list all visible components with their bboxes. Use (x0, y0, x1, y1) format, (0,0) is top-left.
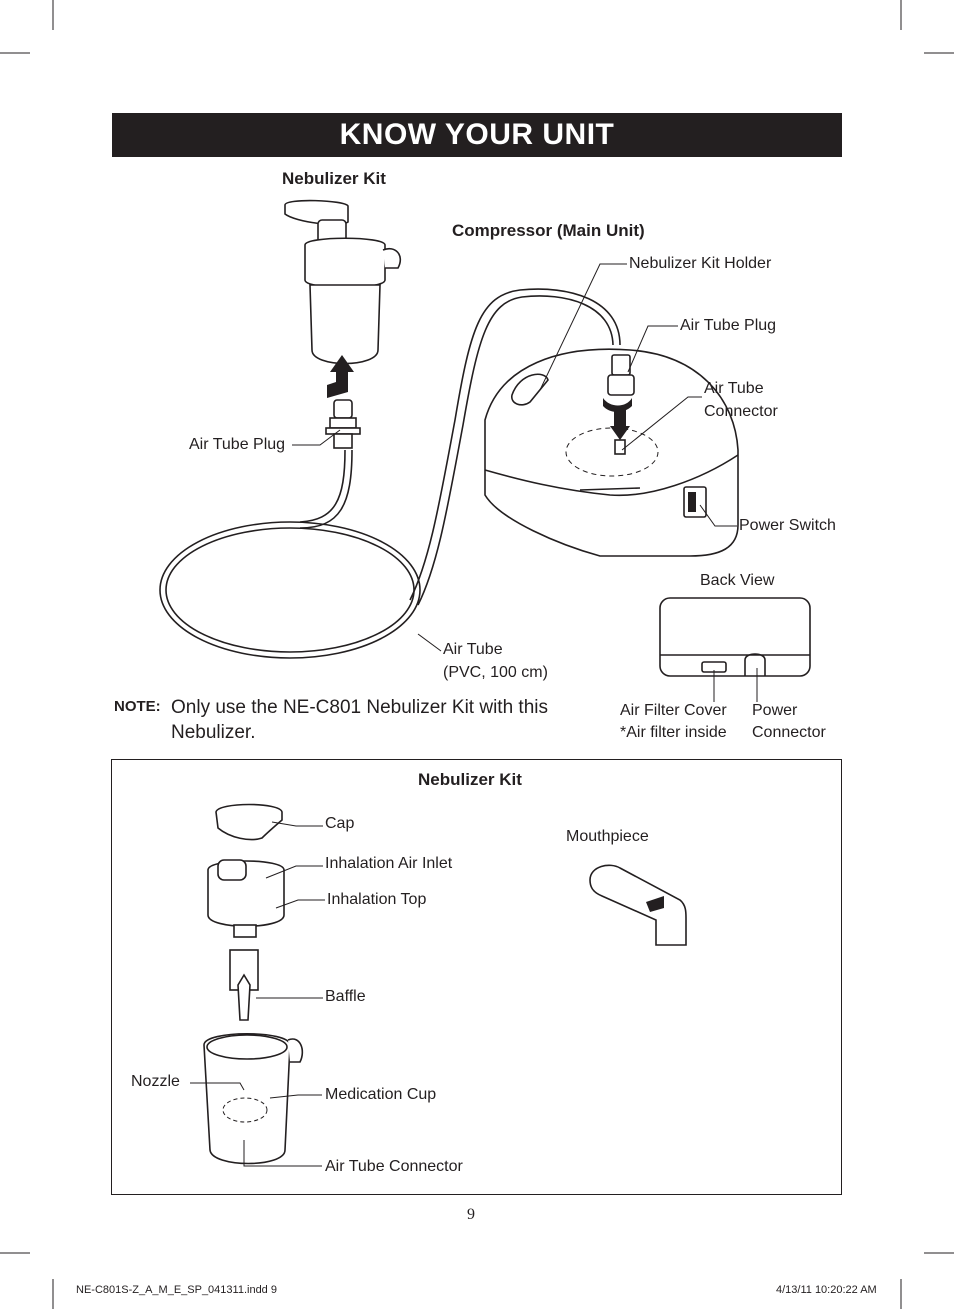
label-power-connector-line1: Power (752, 702, 798, 719)
page-number: 9 (467, 1206, 475, 1223)
leader-lines-overview (292, 263, 758, 702)
label-medication-cup: Medication Cup (325, 1086, 437, 1103)
label-air-tube-connector: Air Tube Connector (325, 1158, 463, 1175)
kit-parts-heading: Nebulizer Kit (418, 770, 522, 789)
exploded-parts-illustration (203, 803, 687, 1165)
kit-heading: Nebulizer Kit (282, 169, 386, 188)
label-baffle: Baffle (325, 988, 366, 1005)
note-tag: NOTE: (114, 698, 161, 715)
label-nozzle: Nozzle (131, 1073, 180, 1090)
kit-parts-panel (111, 759, 842, 1195)
label-air-filter-cover: Air Filter Cover (620, 702, 727, 719)
label-back-view: Back View (700, 572, 775, 589)
label-cap: Cap (325, 815, 355, 832)
label-mouthpiece: Mouthpiece (566, 828, 649, 845)
nebulizer-kit-assembled-illustration (284, 199, 402, 449)
label-air-tube-connector-line2: Connector (704, 403, 778, 420)
air-tube-illustration (159, 288, 621, 659)
back-view-illustration (659, 597, 811, 677)
slug-timestamp: 4/13/11 10:20:22 AM (776, 1284, 877, 1296)
label-air-tube-line1: Air Tube (443, 641, 503, 658)
label-power-switch: Power Switch (739, 517, 836, 534)
label-power-connector-line2: Connector (752, 724, 826, 741)
compressor-illustration (484, 348, 739, 557)
label-air-tube-connector-line1: Air Tube (704, 380, 764, 397)
label-nebulizer-kit-holder: Nebulizer Kit Holder (629, 255, 772, 272)
note-text: Only use the NE-C801 Nebulizer Kit with … (171, 697, 548, 743)
slug-file-name: NE-C801S-Z_A_M_E_SP_041311.indd 9 (76, 1284, 277, 1296)
label-air-filter-inside: *Air filter inside (620, 724, 727, 741)
page-title: KNOW YOUR UNIT (112, 113, 842, 157)
label-air-tube-plug-left: Air Tube Plug (189, 436, 286, 453)
label-inhalation-air-inlet: Inhalation Air Inlet (325, 855, 453, 872)
leader-lines-parts (190, 821, 325, 1167)
label-inhalation-top: Inhalation Top (327, 891, 427, 908)
label-air-tube-line2: (PVC, 100 cm) (443, 664, 548, 681)
label-air-tube-plug-right: Air Tube Plug (680, 317, 777, 334)
compressor-heading: Compressor (Main Unit) (452, 221, 645, 240)
